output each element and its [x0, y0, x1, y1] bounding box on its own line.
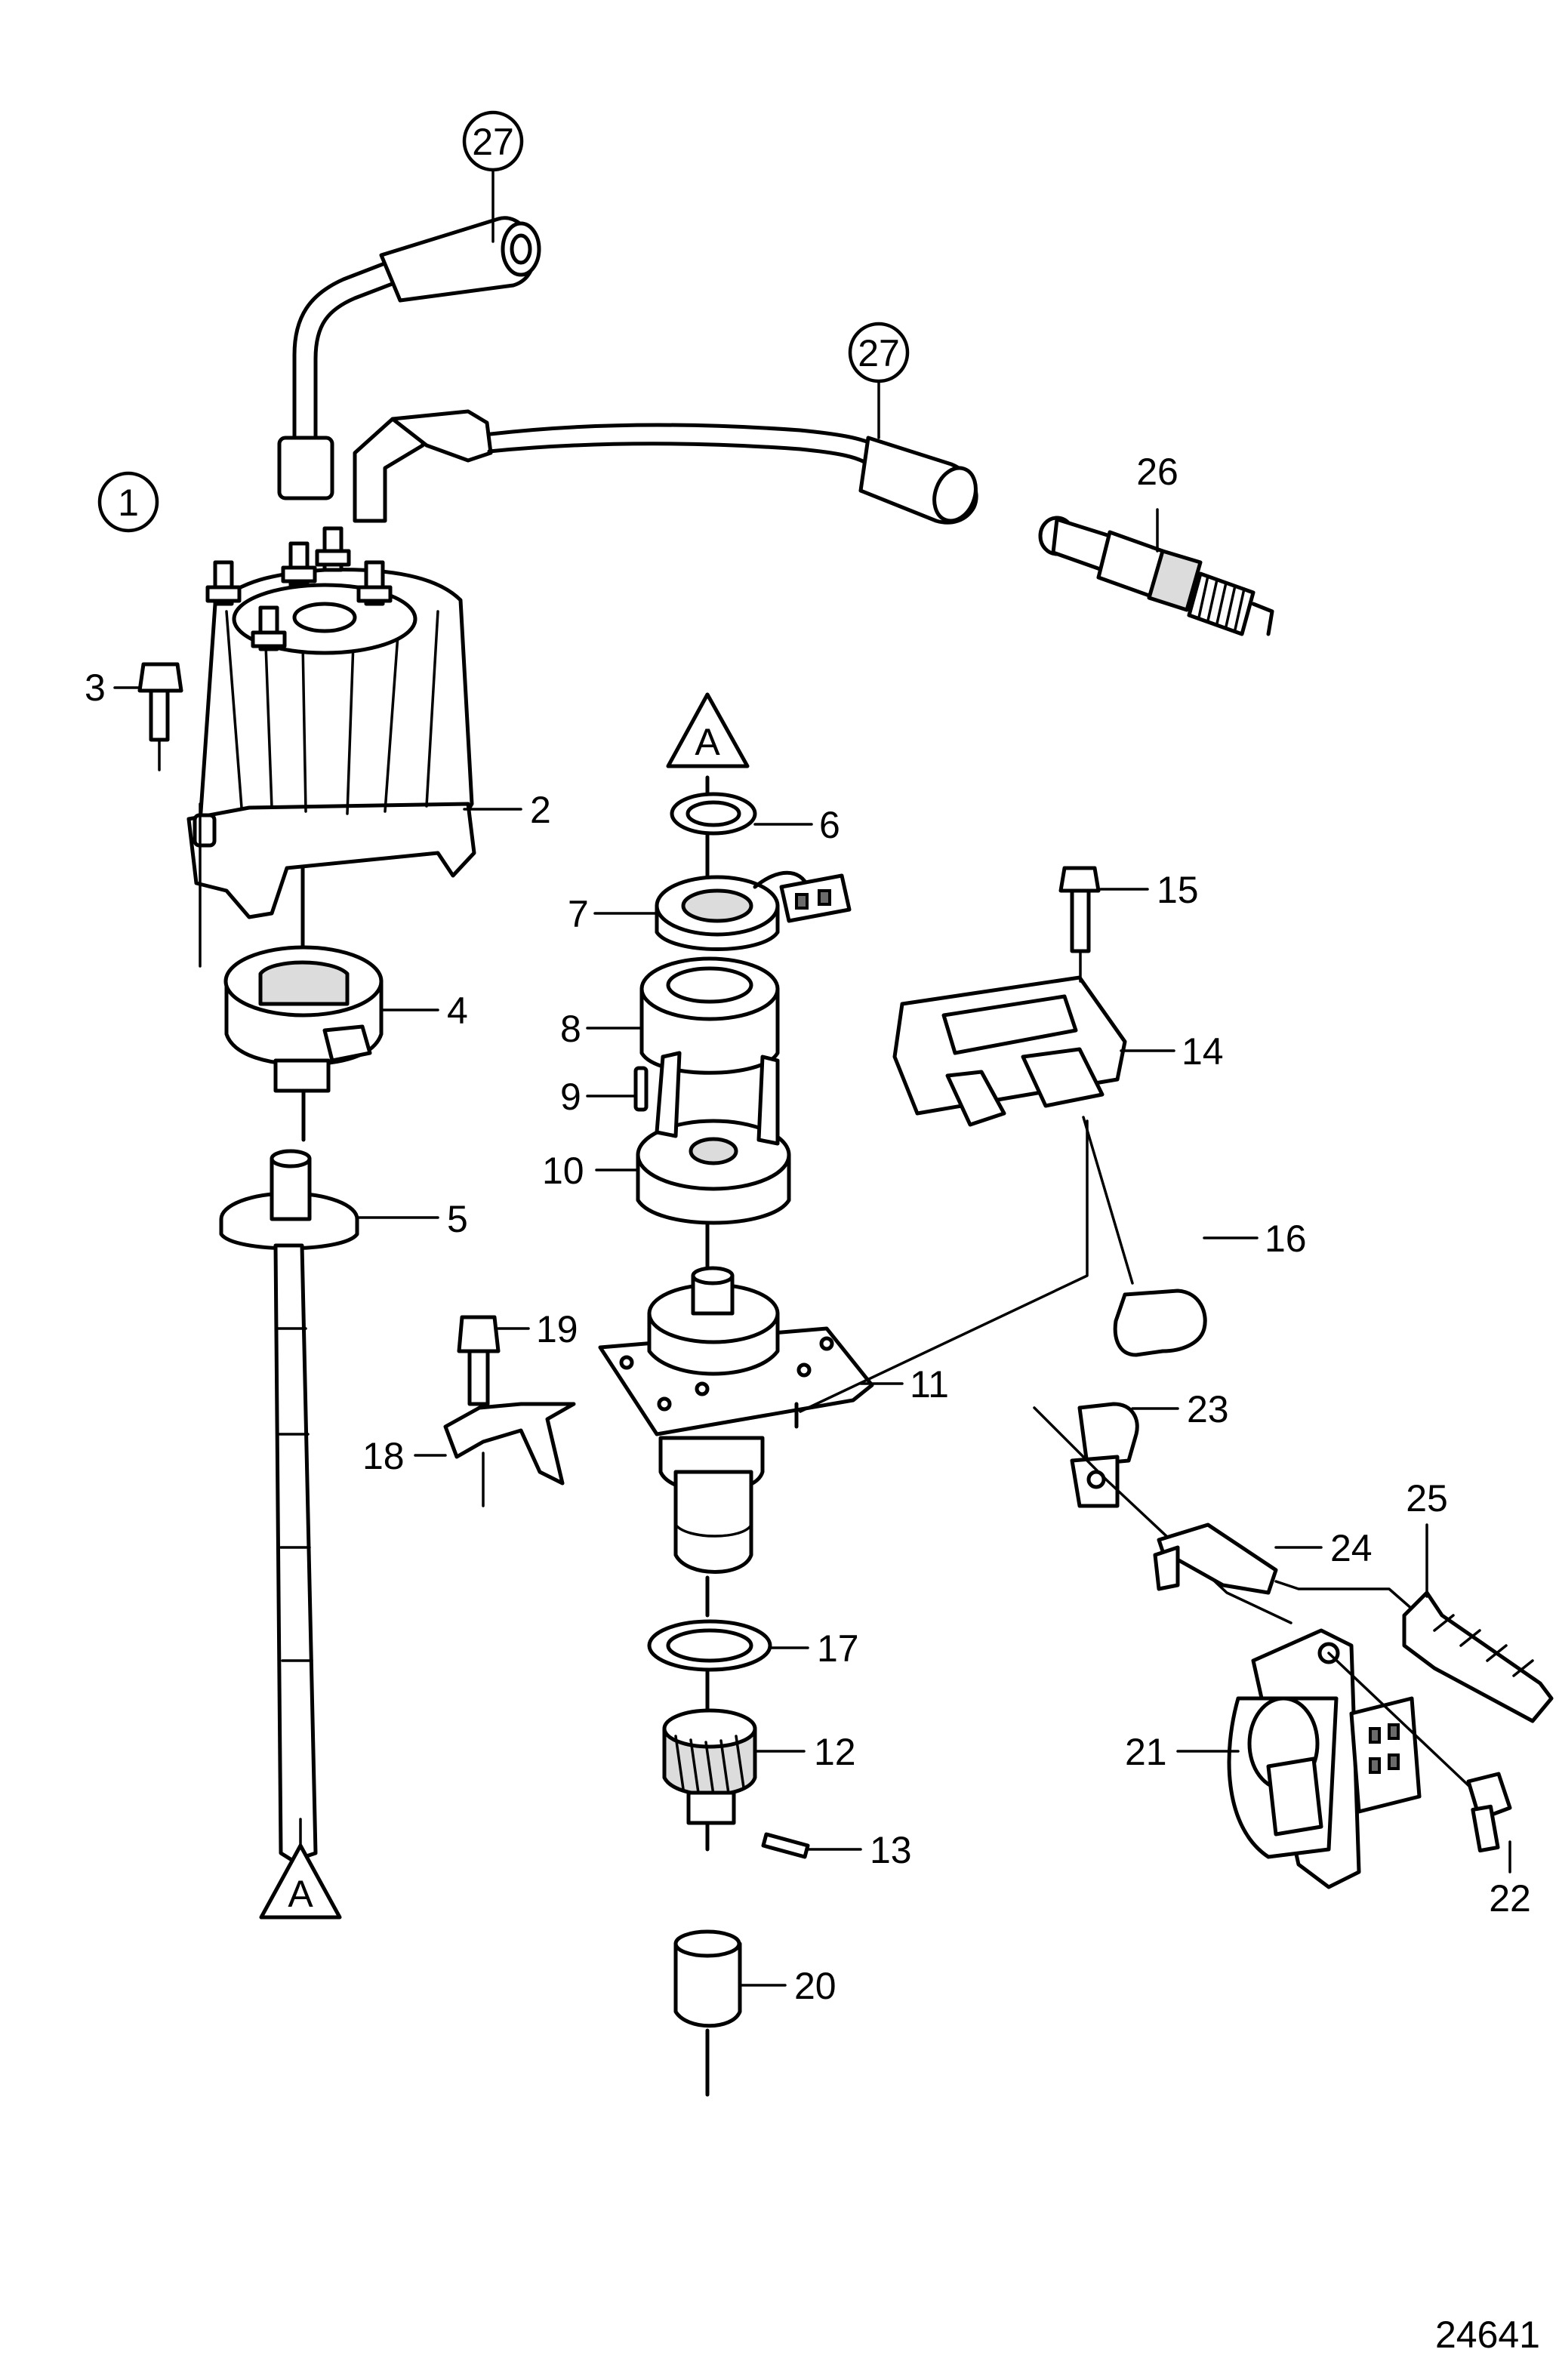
- drive-gear: [662, 1708, 757, 1852]
- ignition-coil: [1227, 1628, 1422, 1889]
- coil-bracket: [1153, 1523, 1278, 1595]
- thrust-washer: [647, 1619, 772, 1712]
- spacer-sleeve: [673, 1929, 742, 2097]
- callout-27-upper-label: 27: [472, 121, 514, 163]
- harness-wire: [1274, 1580, 1421, 1617]
- callout-11: 11: [910, 1363, 949, 1406]
- callout-14: 14: [1182, 1030, 1224, 1073]
- callout-6: 6: [819, 804, 840, 846]
- retaining-pin: [633, 1066, 649, 1112]
- coil-clip: [1070, 1402, 1139, 1508]
- housing-base-plate: [598, 1266, 874, 1618]
- callout-12: 12: [814, 1731, 856, 1773]
- callout-4: 4: [447, 990, 468, 1032]
- callout-13: 13: [870, 1829, 912, 1871]
- callout-8: 8: [560, 1008, 581, 1050]
- callout-3: 3: [85, 667, 106, 709]
- reference-mark-top: A: [666, 692, 750, 768]
- shield-10: [636, 1051, 791, 1270]
- callout-27-upper: 27: [462, 110, 524, 172]
- clamp-bolt: [457, 1315, 501, 1406]
- reference-mark-top-label: A: [695, 721, 720, 763]
- wiring-harness-connector: [1402, 1590, 1554, 1723]
- callout-27-lower-label: 27: [858, 332, 900, 374]
- module-harness-line: [799, 1119, 1089, 1413]
- module-bolt: [1058, 866, 1101, 983]
- roll-pin: [761, 1832, 810, 1859]
- ignition-lead-lower: [353, 409, 978, 525]
- ignition-module: [892, 975, 1127, 1127]
- rotor: [223, 866, 384, 1142]
- callout-27-lower: 27: [848, 322, 910, 383]
- distributor-cap: [186, 526, 476, 919]
- callout-24: 24: [1330, 1527, 1373, 1569]
- callout-9: 9: [560, 1076, 581, 1118]
- callout-2: 2: [530, 789, 551, 831]
- callout-21: 21: [1125, 1731, 1167, 1773]
- connector-cover: [1113, 1289, 1207, 1357]
- coil-bolt: [1466, 1772, 1512, 1853]
- cover-leader-line: [1082, 1116, 1134, 1285]
- pickup-coil: [655, 832, 852, 951]
- callout-7: 7: [568, 893, 589, 935]
- hold-down-clamp: [443, 1402, 576, 1507]
- spark-plug: [1038, 516, 1274, 636]
- callout-26: 26: [1136, 451, 1178, 493]
- magnet-ring: [639, 956, 780, 1075]
- callout-10: 10: [542, 1150, 584, 1192]
- callout-17: 17: [817, 1627, 859, 1670]
- drawing-number: 24641: [1435, 2314, 1540, 2356]
- callout-15: 15: [1157, 869, 1199, 911]
- callout-25: 25: [1406, 1477, 1448, 1519]
- callout-18: 18: [362, 1435, 405, 1477]
- reference-mark-bottom: A: [259, 1843, 342, 1920]
- callout-20: 20: [794, 1965, 836, 2007]
- callout-22: 22: [1489, 1877, 1531, 1920]
- callout-labels: 26 2 3 4 5 6 7 8 9 10 11 12 13 14 15 16 …: [85, 451, 1531, 2007]
- ring-6: [670, 775, 757, 836]
- shaft-assembly: [219, 1149, 359, 1882]
- callout-19: 19: [536, 1308, 578, 1350]
- reference-mark-bottom-label: A: [288, 1873, 313, 1915]
- ground-line-lower: [1327, 1652, 1474, 1790]
- callout-23: 23: [1187, 1388, 1229, 1430]
- callout-1: 1: [97, 471, 159, 533]
- callout-16: 16: [1265, 1218, 1307, 1260]
- callout-1-label: 1: [118, 482, 139, 524]
- cap-bolt: [137, 662, 183, 771]
- ignition-lead-upper: [277, 216, 541, 500]
- callout-5: 5: [447, 1198, 468, 1240]
